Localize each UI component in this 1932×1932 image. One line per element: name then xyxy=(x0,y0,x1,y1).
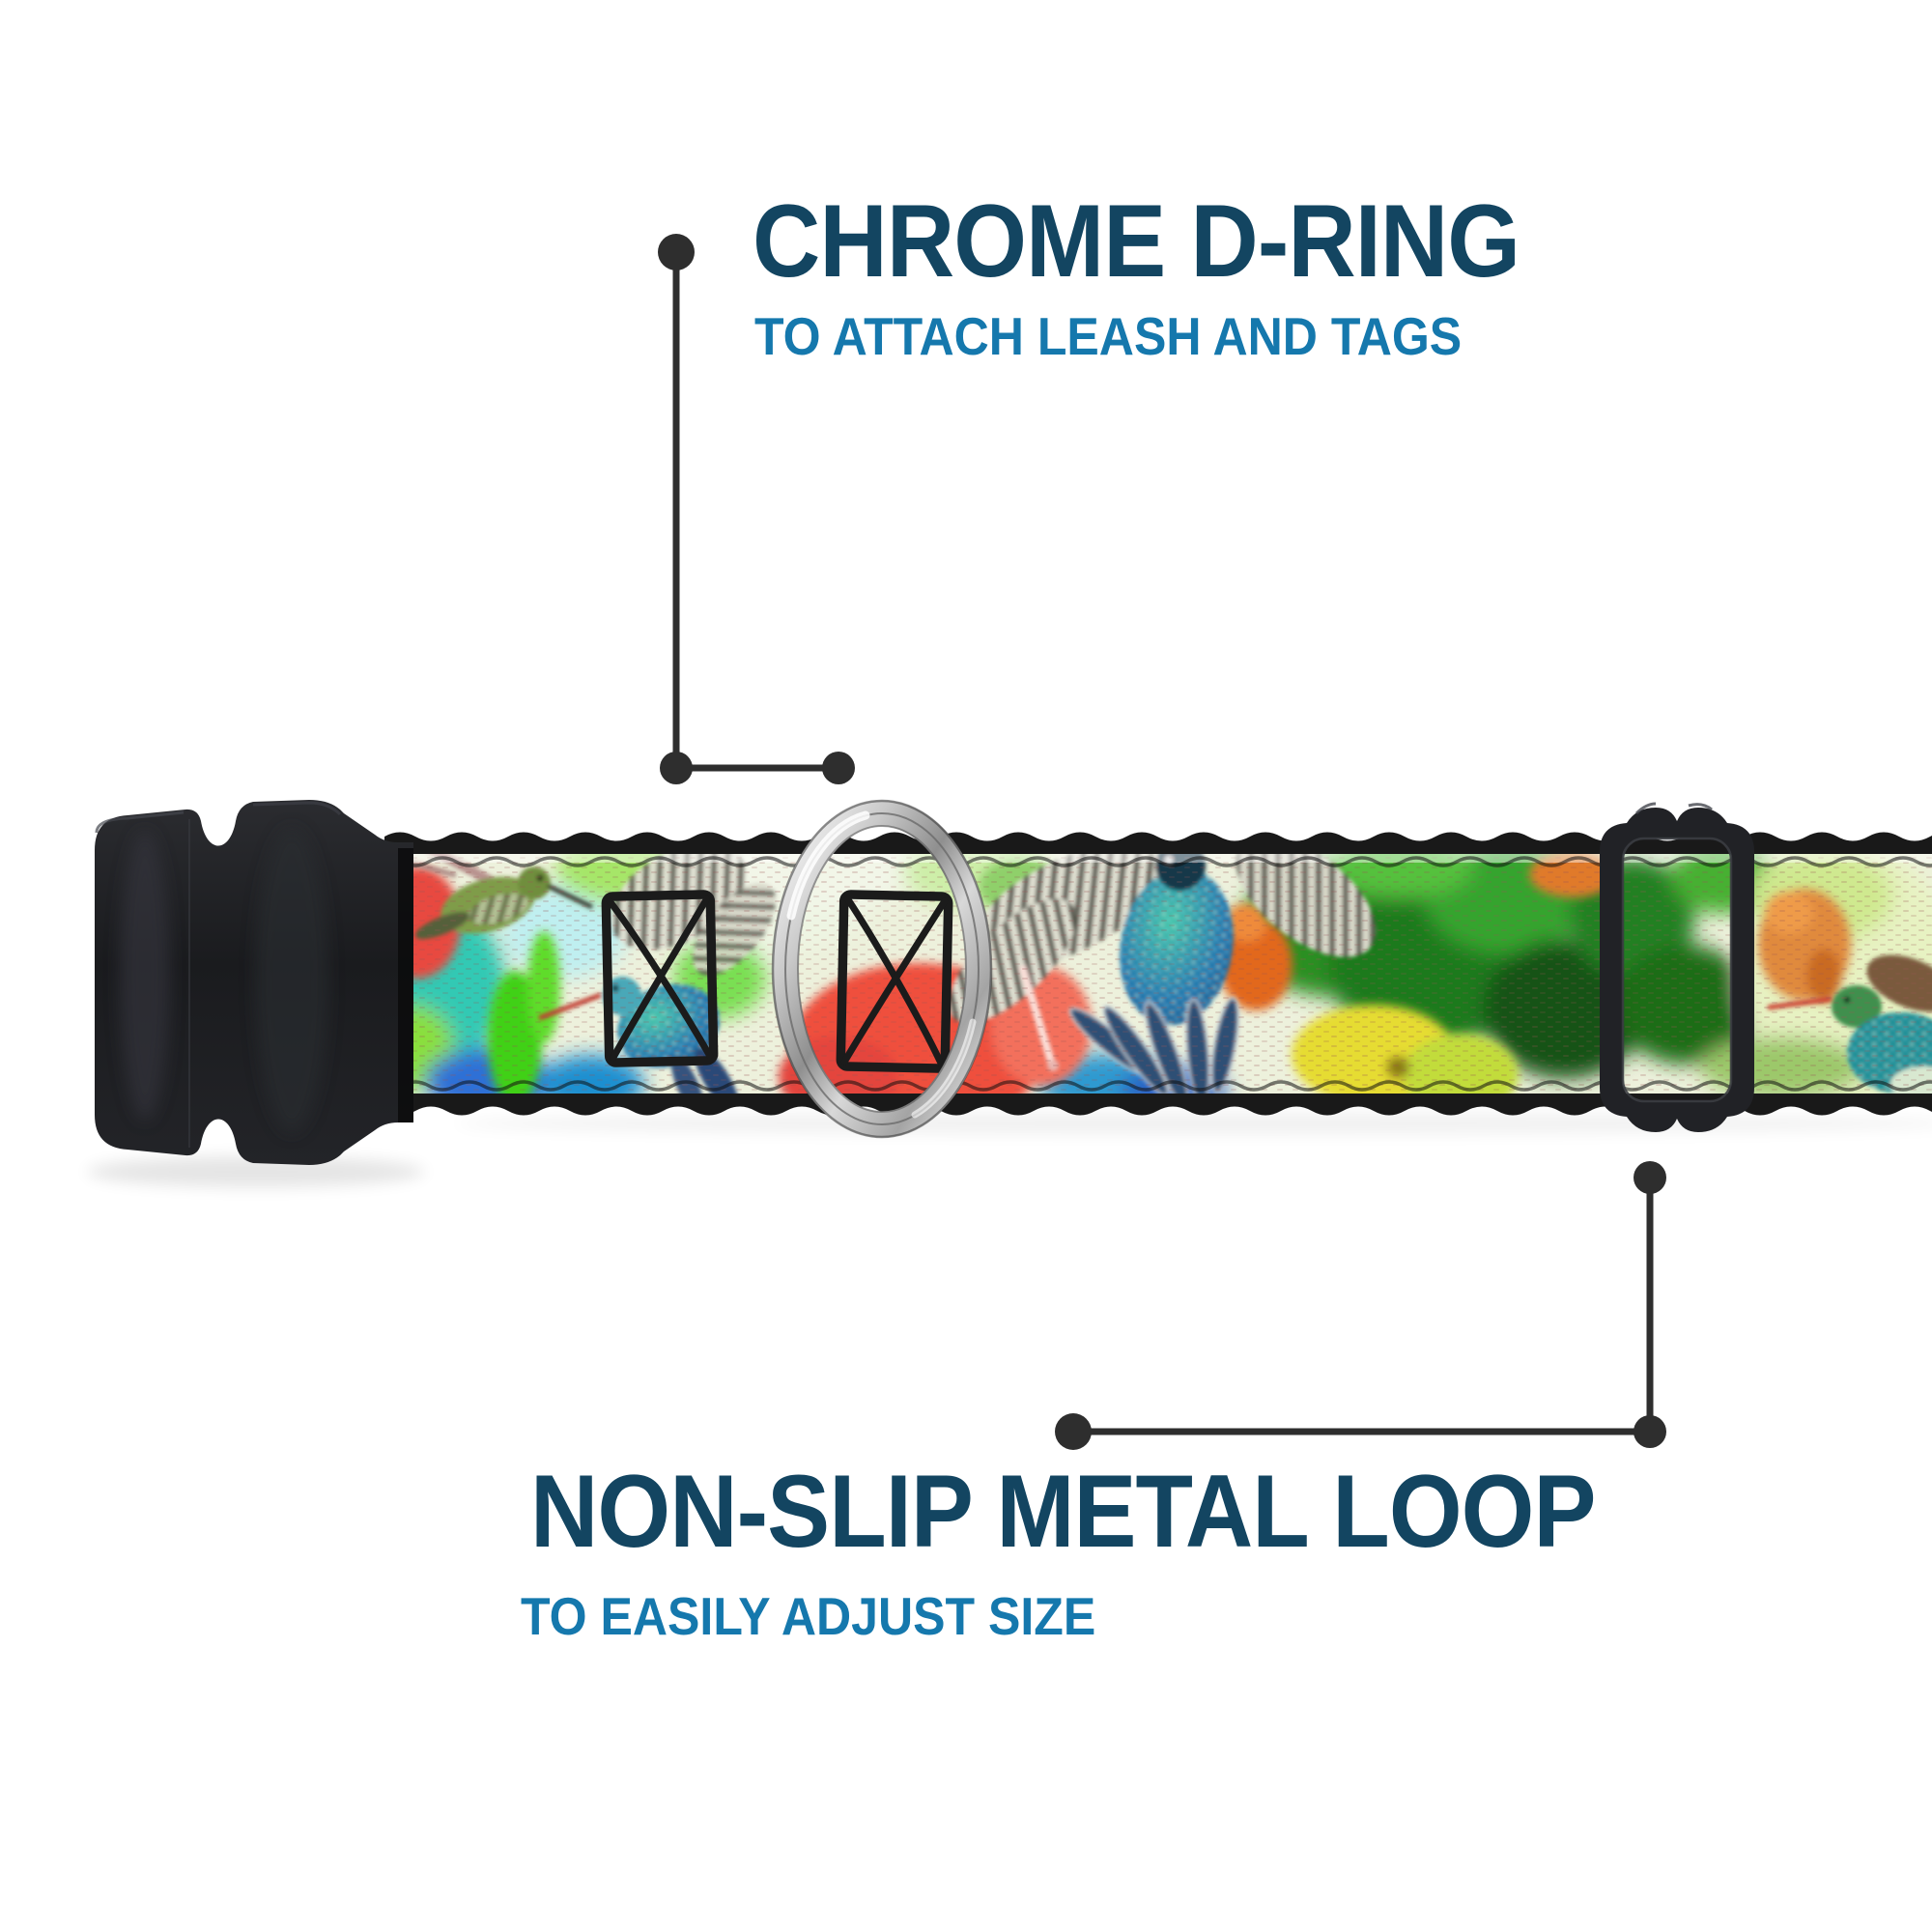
d-ring xyxy=(771,799,993,1139)
callout-dot xyxy=(1634,1415,1666,1448)
triglide-loop xyxy=(1600,802,1754,1132)
loop-callout-subtitle: TO EASILY ADJUST SIZE xyxy=(521,1586,1096,1646)
dring-callout-subtitle: TO ATTACH LEASH AND TAGS xyxy=(754,306,1463,366)
callout-dot xyxy=(1634,1161,1666,1194)
buckle-strap-slot xyxy=(398,848,413,1122)
loop-callout-title: NON-SLIP METAL LOOP xyxy=(530,1453,1596,1569)
callout-dot xyxy=(1055,1413,1092,1450)
mesh-texture xyxy=(402,854,1932,1094)
edge-stitching xyxy=(402,856,1932,1092)
stitch-box-1 xyxy=(601,890,719,1067)
dring-callout-line xyxy=(658,234,855,784)
collar-band xyxy=(384,832,1932,1116)
callout-dot xyxy=(660,752,693,784)
stitch-box-2 xyxy=(836,890,953,1073)
buckle xyxy=(95,800,413,1165)
callout-lines xyxy=(658,234,1666,1450)
callout-dot xyxy=(658,234,695,270)
dring-callout-title: CHROME D-RING xyxy=(753,183,1520,298)
callout-dot xyxy=(822,752,855,784)
webbing-print xyxy=(402,854,1932,1094)
loop-callout-line xyxy=(1055,1161,1666,1450)
shadows xyxy=(87,1113,1932,1187)
